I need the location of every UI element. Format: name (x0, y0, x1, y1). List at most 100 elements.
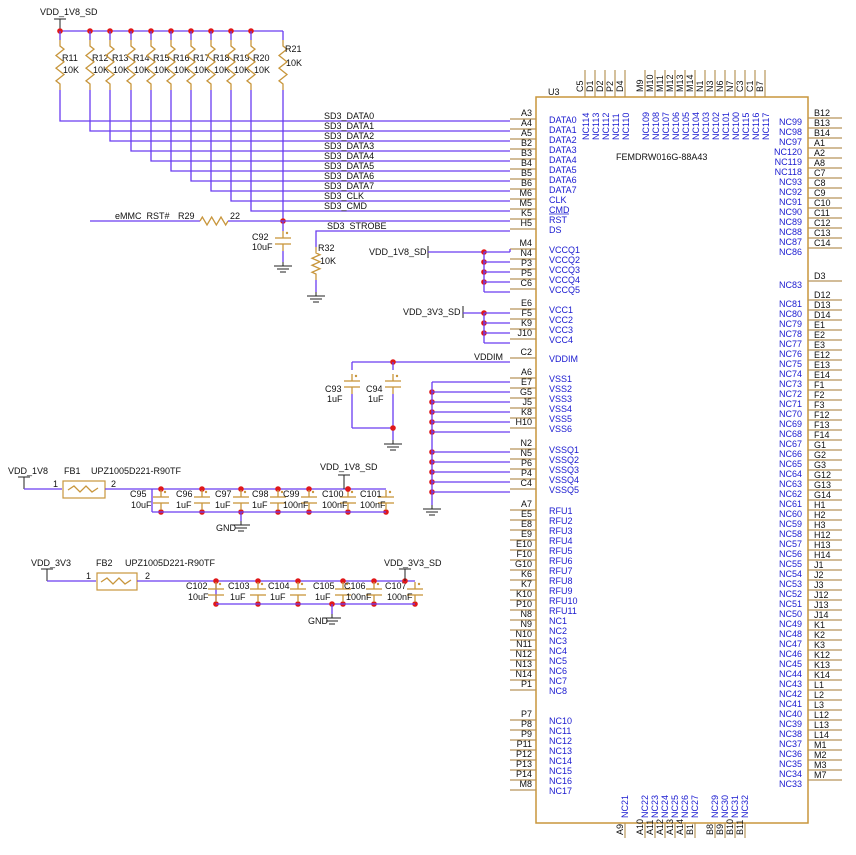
cap-value: 1uF (368, 394, 384, 404)
pin-number: K8 (521, 407, 532, 417)
pin-number: K2 (814, 630, 825, 640)
pin-name-nc: NC81 (779, 299, 802, 309)
pin-number: M12 (665, 74, 675, 92)
pin-number: G5 (520, 387, 532, 397)
pin-name-nc: NC54 (779, 569, 802, 579)
pin-number: H3 (814, 520, 826, 530)
cap-polarity-mark (395, 374, 399, 378)
pin-name-data: RST (549, 215, 568, 225)
power-label-vdd-1v8-sd: VDD_1V8_SD (40, 7, 98, 17)
pin-name-data: DATA5 (549, 165, 577, 175)
pin-name-vssq: VSSQ1 (549, 445, 579, 455)
pin-number: B3 (521, 148, 532, 158)
pin-number: A7 (521, 499, 532, 509)
pin-name-nc: NC119 (775, 157, 802, 167)
pin-name-data: DATA2 (549, 135, 577, 145)
resistor-value: 10K (320, 256, 336, 266)
ferrite-pin-number: 1 (53, 479, 58, 489)
pin-number: P4 (521, 468, 532, 478)
pin-name-rfu: RFU6 (549, 556, 573, 566)
pin-number: C3 (735, 80, 745, 92)
pin-number: P1 (521, 679, 532, 689)
pin-number: A2 (814, 148, 825, 158)
pin-name-data: DS (549, 225, 562, 235)
pullup-resistor (54, 40, 66, 90)
pin-name-nc: NC65 (779, 459, 802, 469)
cap-ref: C106 (344, 581, 366, 591)
pin-number: F13 (814, 420, 830, 430)
pin-number: N12 (515, 649, 532, 659)
signal-net-wire (109, 90, 510, 142)
pin-name-nc: NC104 (691, 112, 701, 140)
pin-name-rfu: RFU5 (549, 546, 573, 556)
ferrite-pin-number: 2 (145, 571, 150, 581)
pin-number: B11 (735, 820, 745, 835)
pin-name-nc: NC11 (549, 726, 571, 736)
resistor-value: 10K (214, 65, 230, 75)
ferrite-part-number: UPZ1005D221-R90TF (91, 466, 182, 476)
pin-number: B1 (685, 824, 695, 835)
resistor-value: 10K (194, 65, 210, 75)
pin-name-nc: NC23 (650, 795, 660, 818)
resistor-value: 10K (134, 65, 150, 75)
signal-net-wire (130, 90, 510, 152)
junction-dot (255, 578, 261, 584)
pin-number: M1 (814, 740, 827, 750)
pin-number: M8 (519, 779, 532, 789)
junction-dot (390, 425, 396, 431)
pin-name-nc: NC24 (660, 795, 670, 818)
pin-name-rfu: NC4 (549, 646, 567, 656)
pin-number: G10 (515, 559, 532, 569)
signal-net-label: SD3_CMD (324, 201, 368, 211)
ferrite-ref: FB1 (64, 466, 81, 476)
resistor-ref: R11 (62, 53, 78, 63)
ferrite-bead-fb2 (96, 572, 138, 591)
signal-net-wire (250, 90, 510, 212)
junction-dot (199, 486, 205, 492)
pin-number: P5 (521, 268, 532, 278)
cap-value: 1uF (327, 394, 343, 404)
pin-name-nc: NC58 (779, 529, 802, 539)
resistor-ref: R21 (285, 44, 302, 54)
cap-value: 10uF (188, 592, 209, 602)
pin-number: E3 (814, 340, 825, 350)
pin-name-nc: NC112 (601, 113, 611, 140)
pin-number: B7 (755, 81, 765, 92)
pin-number: H5 (520, 218, 532, 228)
pin-number: D12 (814, 290, 831, 300)
pin-name-nc: NC66 (779, 449, 802, 459)
pin-name-nc: NC15 (549, 766, 572, 776)
pin-name-nc: NC40 (779, 709, 802, 719)
pin-name-nc: NC35 (779, 759, 802, 769)
pin-number: C6 (520, 278, 532, 288)
ferrite-pin-number: 2 (111, 479, 116, 489)
pin-name-nc: NC72 (779, 389, 802, 399)
pin-name-nc: NC64 (779, 469, 802, 479)
power-label-vdd-3v3-sd: VDD_3V3_SD (403, 307, 461, 317)
pin-name-nc: NC68 (779, 429, 802, 439)
pin-name-nc: NC87 (779, 237, 802, 247)
pin-number: H10 (515, 417, 532, 427)
cap-value: 100nF (387, 592, 413, 602)
pin-name-rfu: NC7 (549, 676, 567, 686)
pin-number: N9 (520, 619, 532, 629)
pin-number: N8 (520, 609, 532, 619)
pin-number: C9 (814, 188, 826, 198)
pin-number: D2 (595, 80, 605, 92)
pin-number: F2 (814, 390, 825, 400)
pin-name-nc: NC110 (621, 113, 631, 140)
cap-value: 1uF (215, 500, 231, 510)
pin-number: B4 (521, 158, 532, 168)
pin-number: J10 (517, 328, 532, 338)
cap-ref: C102 (186, 581, 208, 591)
cap-ref: C98 (252, 489, 269, 499)
pin-number: K5 (521, 208, 532, 218)
vddim-net-label: VDDIM (474, 352, 503, 362)
pin-name-nc: NC38 (779, 729, 802, 739)
pin-name-nc: NC114 (581, 113, 591, 140)
cap-value: 1uF (315, 592, 331, 602)
pin-name-nc: NC117 (761, 113, 771, 140)
cap-polarity-mark (417, 582, 421, 586)
pin-number: K9 (521, 318, 532, 328)
pin-number: L13 (814, 720, 829, 730)
